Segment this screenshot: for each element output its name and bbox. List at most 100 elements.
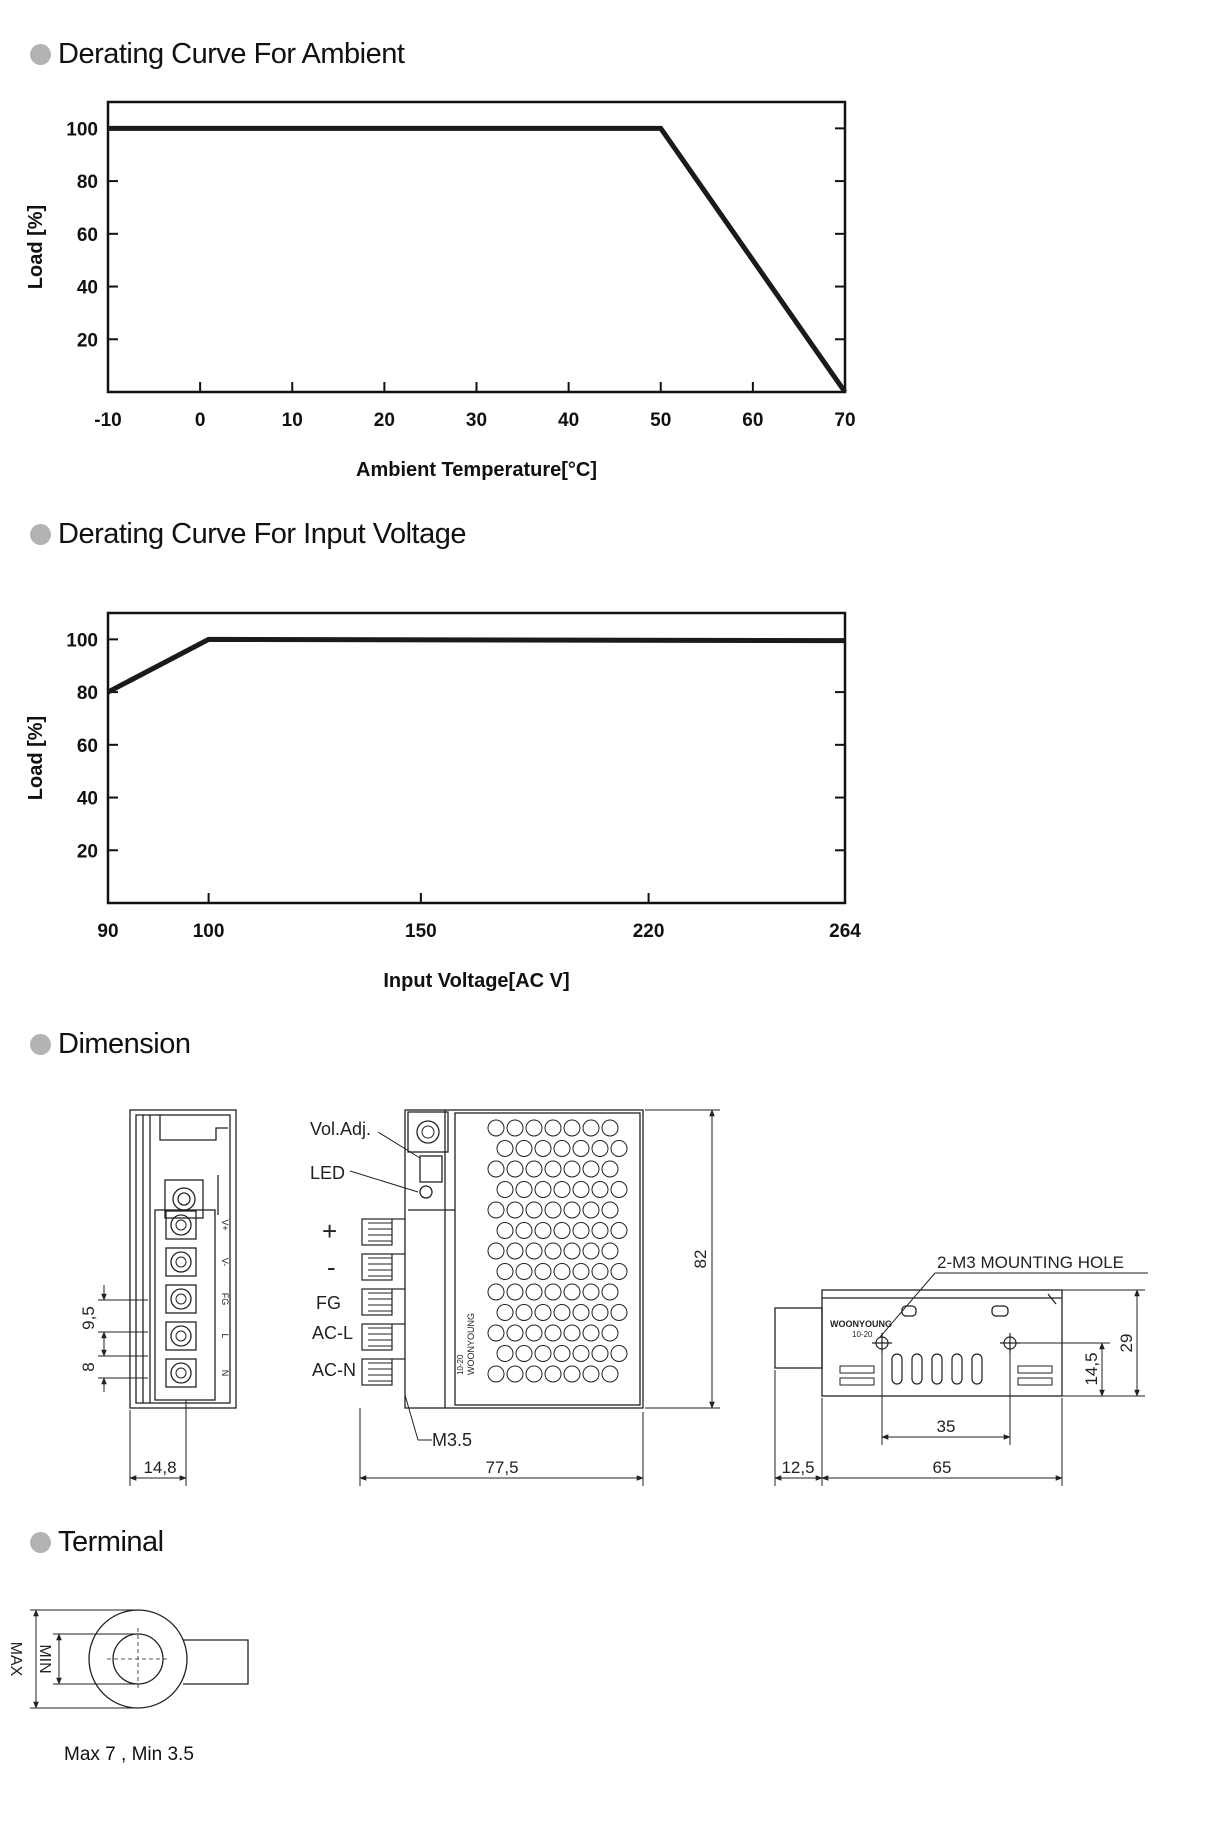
vent-hole bbox=[601, 1160, 619, 1178]
terminal-mark: L bbox=[220, 1333, 230, 1338]
terminal-screw-center-icon bbox=[175, 1256, 187, 1268]
vent-hole bbox=[544, 1365, 562, 1383]
vent-hole bbox=[534, 1345, 552, 1362]
ac-n-label: AC-N bbox=[312, 1360, 356, 1380]
section-title-text: Derating Curve For Ambient bbox=[58, 38, 405, 70]
vent-hole bbox=[572, 1140, 590, 1157]
terminal-screw-box bbox=[165, 1321, 197, 1351]
section-title-text: Derating Curve For Input Voltage bbox=[58, 518, 466, 550]
dim-14-8: 14,8 bbox=[143, 1458, 176, 1477]
dim-82: 82 bbox=[691, 1250, 710, 1269]
ventilation-holes bbox=[487, 1119, 628, 1383]
vol-adj-label: Vol.Adj. bbox=[310, 1119, 371, 1139]
vent-hole bbox=[515, 1345, 533, 1362]
top-vent-slot bbox=[931, 1353, 943, 1385]
vent-hole bbox=[582, 1283, 600, 1301]
vent-hole bbox=[496, 1140, 514, 1157]
m3-5-label: M3.5 bbox=[432, 1430, 472, 1450]
y-axis-title: Load [%] bbox=[25, 205, 47, 289]
vent-hole bbox=[610, 1345, 628, 1362]
terminal-screw-icon bbox=[170, 1251, 192, 1273]
vent-hole bbox=[525, 1283, 543, 1301]
vent-hole bbox=[525, 1365, 543, 1383]
vent-hole bbox=[515, 1181, 533, 1198]
front-leaders bbox=[349, 1131, 432, 1441]
section-title-voltage: Derating Curve For Input Voltage bbox=[30, 518, 466, 551]
vent-hole bbox=[563, 1242, 581, 1260]
top-vent-slots bbox=[839, 1353, 1053, 1386]
vent-hole bbox=[553, 1304, 571, 1321]
vent-hole bbox=[563, 1283, 581, 1301]
vent-hole bbox=[591, 1140, 609, 1157]
top-leaders bbox=[879, 1272, 1148, 1338]
terminal-screw-icon bbox=[170, 1214, 192, 1236]
vent-hole bbox=[496, 1304, 514, 1321]
vent-hole bbox=[601, 1119, 619, 1137]
vent-hole bbox=[496, 1222, 514, 1239]
mounting-hole-label: 2-M3 MOUNTING HOLE bbox=[937, 1253, 1124, 1272]
vent-hole bbox=[506, 1324, 524, 1342]
vent-hole bbox=[582, 1160, 600, 1178]
x-tick-label: 264 bbox=[829, 921, 861, 942]
x-tick-label: 60 bbox=[742, 410, 763, 431]
vent-hole bbox=[534, 1304, 552, 1321]
terminal-screw-box bbox=[165, 1358, 197, 1388]
bullet-icon bbox=[30, 1034, 51, 1055]
vent-hole bbox=[563, 1324, 581, 1342]
vent-hole bbox=[572, 1181, 590, 1198]
top-vent-slot bbox=[951, 1353, 963, 1385]
vent-hole bbox=[487, 1283, 505, 1301]
x-tick-label: 10 bbox=[282, 410, 303, 431]
dim-9-5: 9,5 bbox=[79, 1306, 98, 1330]
vent-hole bbox=[487, 1242, 505, 1260]
x-axis-title: Ambient Temperature[°C] bbox=[356, 459, 597, 481]
vent-hole bbox=[496, 1263, 514, 1280]
terminal-ring-drawing: MAX MIN bbox=[7, 1609, 249, 1709]
x-tick-label: 220 bbox=[633, 921, 665, 942]
y-axis-title: Load [%] bbox=[25, 716, 47, 800]
y-tick-label: 40 bbox=[77, 789, 98, 810]
mounting-holes bbox=[872, 1333, 1020, 1353]
vent-hole bbox=[563, 1365, 581, 1383]
vent-hole bbox=[591, 1181, 609, 1198]
dim-8: 8 bbox=[79, 1362, 98, 1371]
fg-label: FG bbox=[316, 1293, 341, 1313]
section-title-terminal: Terminal bbox=[30, 1526, 164, 1559]
vent-hole bbox=[487, 1119, 505, 1137]
front-screw-body bbox=[361, 1288, 393, 1316]
vent-hole bbox=[515, 1222, 533, 1239]
vent-hole bbox=[563, 1201, 581, 1219]
x-tick-label: 20 bbox=[374, 410, 395, 431]
ac-l-label: AC-L bbox=[312, 1323, 353, 1343]
terminal-screw-box bbox=[165, 1210, 197, 1240]
section-title-ambient: Derating Curve For Ambient bbox=[30, 38, 405, 71]
top-side-slot bbox=[1017, 1377, 1053, 1386]
dim-29: 29 bbox=[1117, 1334, 1136, 1353]
side-dimensions bbox=[98, 1285, 187, 1486]
section-title-dimension: Dimension bbox=[30, 1028, 191, 1061]
vent-hole bbox=[553, 1263, 571, 1280]
x-tick-label: 70 bbox=[834, 410, 855, 431]
terminal-mark: FG bbox=[220, 1293, 230, 1306]
vent-hole bbox=[487, 1324, 505, 1342]
x-tick-label: 40 bbox=[558, 410, 579, 431]
model-print-top: 10-20 bbox=[852, 1330, 873, 1339]
vent-hole bbox=[544, 1283, 562, 1301]
vent-hole bbox=[582, 1324, 600, 1342]
vent-hole bbox=[544, 1201, 562, 1219]
y-tick-label: 60 bbox=[77, 225, 98, 246]
front-screw-body bbox=[361, 1253, 393, 1281]
vent-hole bbox=[496, 1345, 514, 1362]
vol-adj-knob-icon bbox=[416, 1120, 440, 1144]
vent-hole bbox=[525, 1119, 543, 1137]
vent-hole bbox=[506, 1160, 524, 1178]
vent-hole bbox=[582, 1365, 600, 1383]
vent-hole bbox=[525, 1160, 543, 1178]
vent-hole bbox=[534, 1222, 552, 1239]
vent-hole bbox=[572, 1304, 590, 1321]
terminal-screw-box bbox=[165, 1284, 197, 1314]
bullet-icon bbox=[30, 44, 51, 65]
x-tick-label: 30 bbox=[466, 410, 487, 431]
top-side-slot bbox=[839, 1377, 875, 1386]
terminal-screw-center-icon bbox=[175, 1367, 187, 1379]
